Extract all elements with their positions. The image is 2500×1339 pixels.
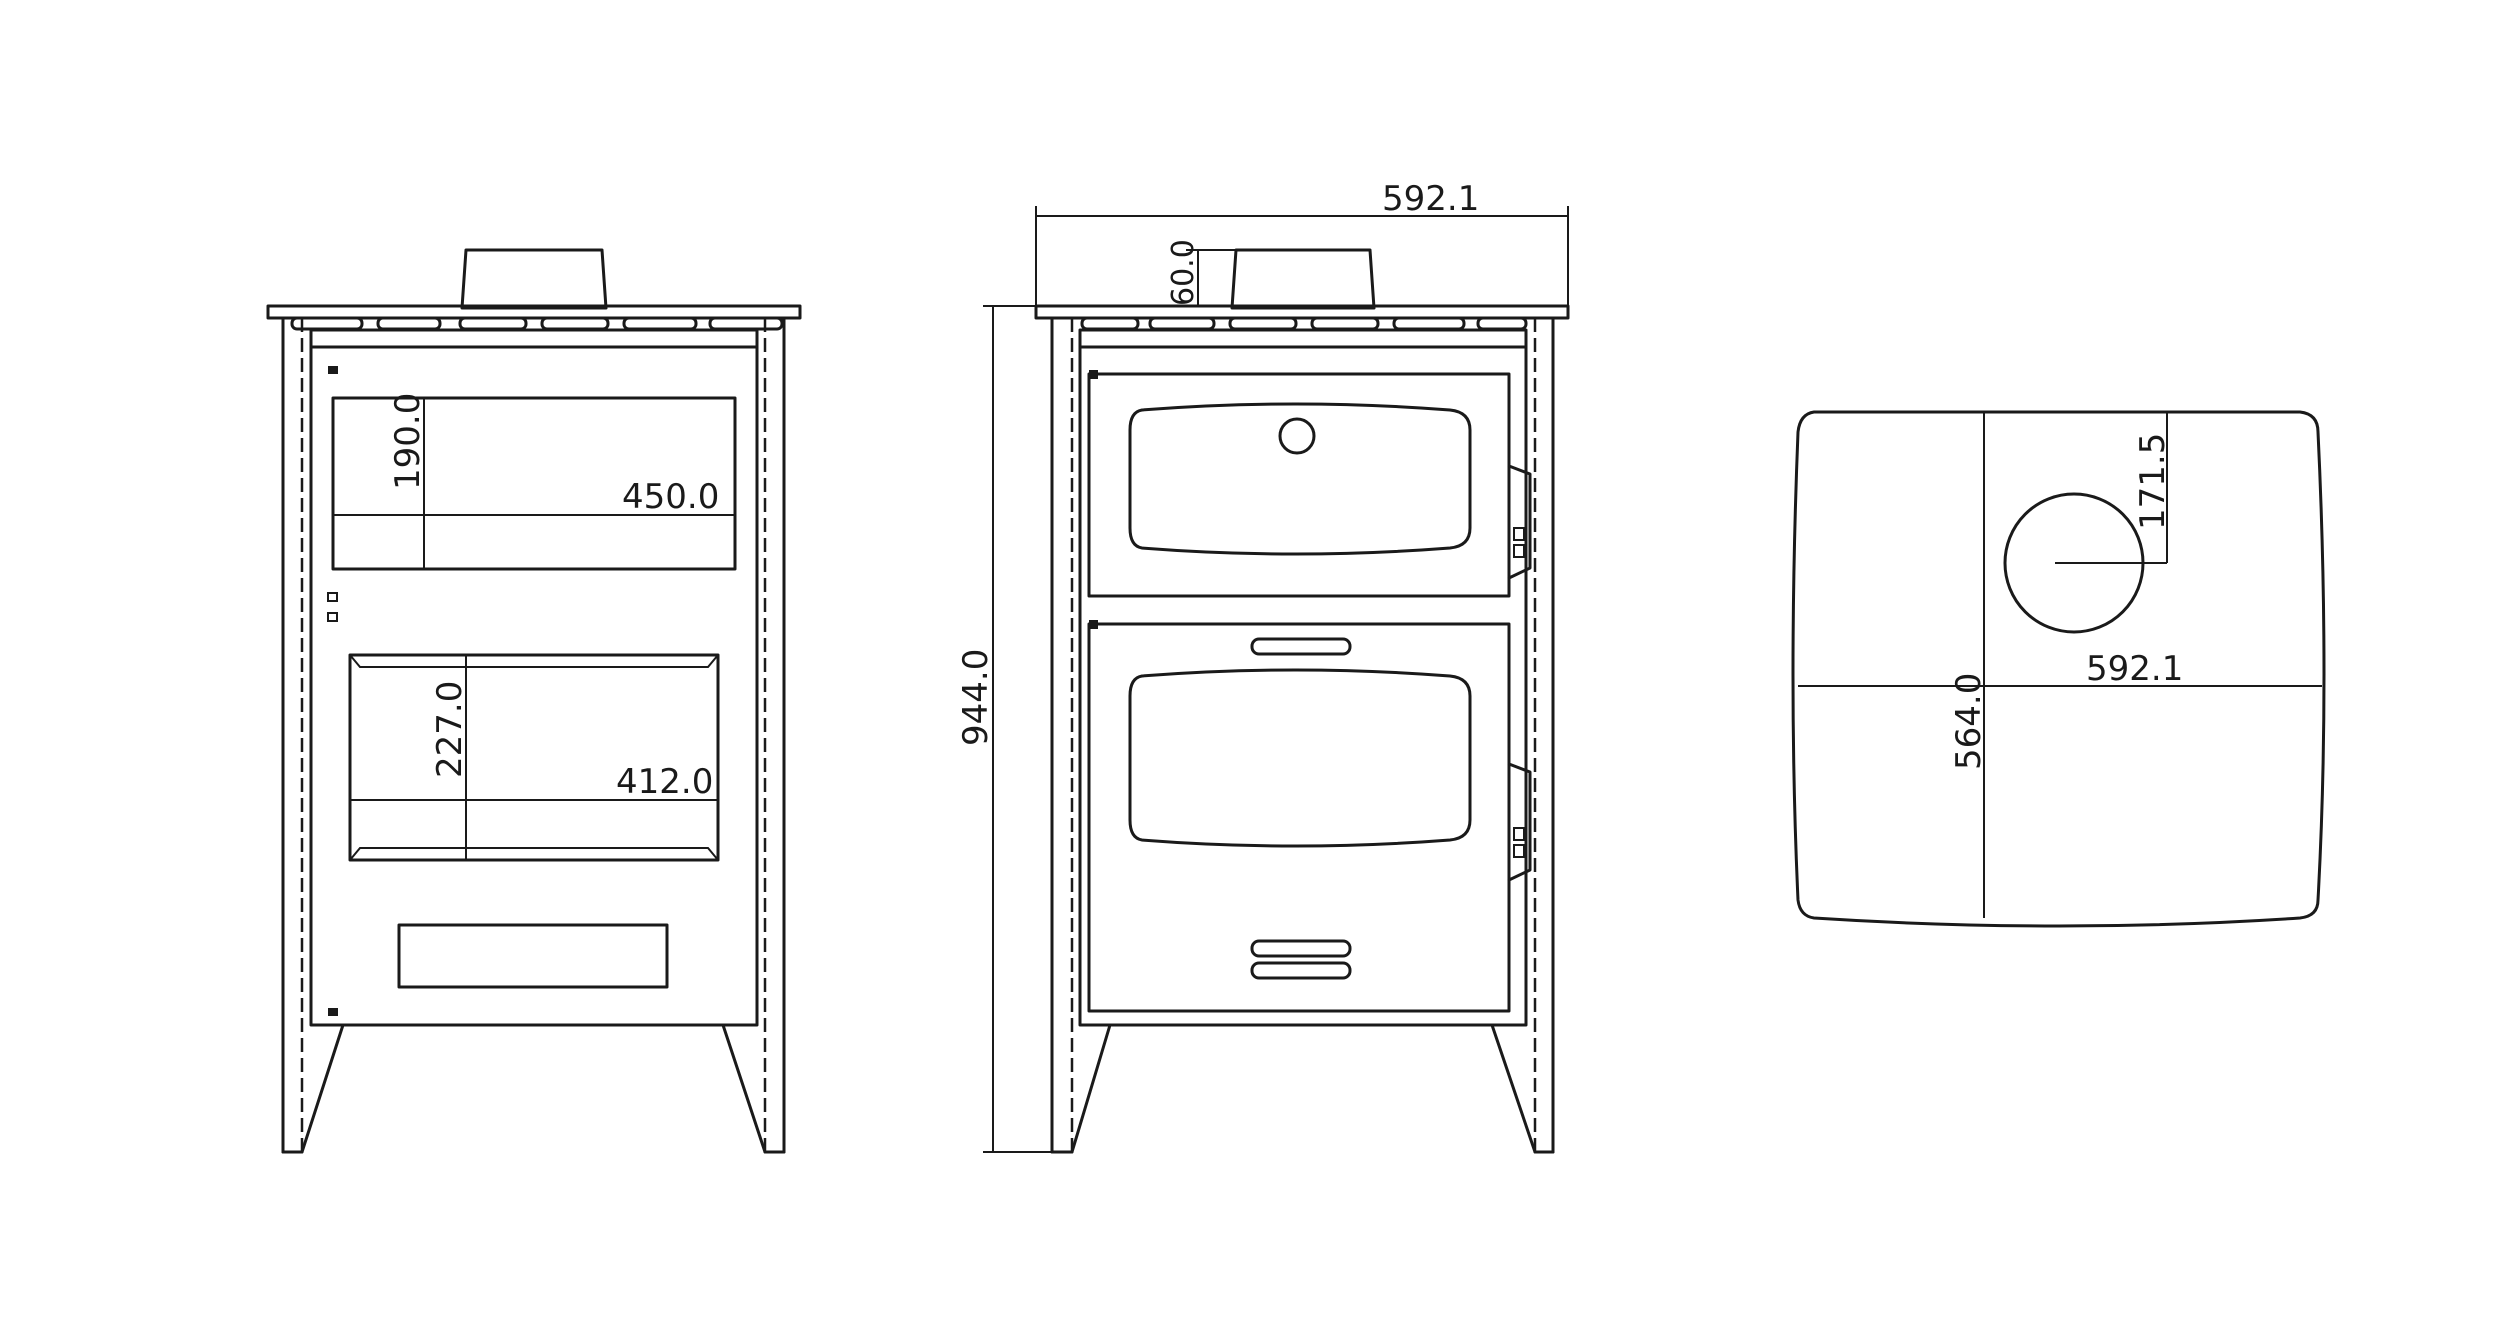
side-total-width-label: 592.1: [1382, 179, 1479, 219]
front-firebox-door: [348, 653, 720, 862]
front-view: 190.0 450.0 227.0 412.0: [266, 248, 802, 1154]
side-leg-left: [1070, 1023, 1112, 1154]
front-side-panels: [281, 316, 786, 1154]
front-top-opening-width-label: 450.0: [622, 477, 719, 517]
side-flue-height-label: 60.0: [1166, 239, 1201, 306]
front-top-opening-height-label: 190.0: [388, 393, 428, 490]
front-ash-drawer: [397, 923, 669, 989]
side-top-vent-slot: [1250, 637, 1352, 656]
side-dimension-lines: [983, 206, 1569, 1153]
side-upper-oven-door: [1087, 370, 1511, 598]
top-outline: [1791, 410, 2326, 928]
top-dimension-lines: [1798, 412, 2322, 918]
top-view: 171.5 592.1 564.0: [1791, 410, 2326, 928]
side-total-height-label: 944.0: [956, 649, 996, 746]
side-door-handles: [1507, 464, 1532, 882]
top-width-label: 592.1: [2086, 649, 2183, 689]
side-flue-collar: [1230, 248, 1376, 310]
front-leg-left: [300, 1023, 345, 1154]
side-bottom-vent-slot-2: [1250, 961, 1352, 980]
side-bottom-vent-slot-1: [1250, 939, 1352, 958]
front-leg-right: [721, 1023, 767, 1154]
front-dimension-lines: [333, 398, 735, 860]
side-top-slots: [1080, 316, 1528, 331]
side-side-panels: [1050, 316, 1555, 1154]
side-top-plate: [1034, 304, 1570, 320]
front-flue-collar: [460, 248, 608, 310]
top-flue-offset-label: 171.5: [2133, 433, 2173, 530]
side-body: [1078, 328, 1528, 1027]
side-lower-oven-door: [1087, 620, 1511, 1013]
front-firebox-width-label: 412.0: [616, 762, 713, 802]
side-leg-right: [1490, 1023, 1537, 1154]
front-top-plate: [266, 304, 802, 320]
front-firebox-height-label: 227.0: [430, 681, 470, 778]
oven-thermometer-icon: [1278, 417, 1316, 455]
front-indicators: [327, 366, 338, 1016]
front-top-opening: [331, 396, 737, 571]
top-depth-label: 564.0: [1949, 673, 1989, 770]
side-view: 592.1 60.0 944.0: [956, 179, 1570, 1154]
front-body: [309, 328, 759, 1027]
front-top-slots: [290, 316, 784, 331]
